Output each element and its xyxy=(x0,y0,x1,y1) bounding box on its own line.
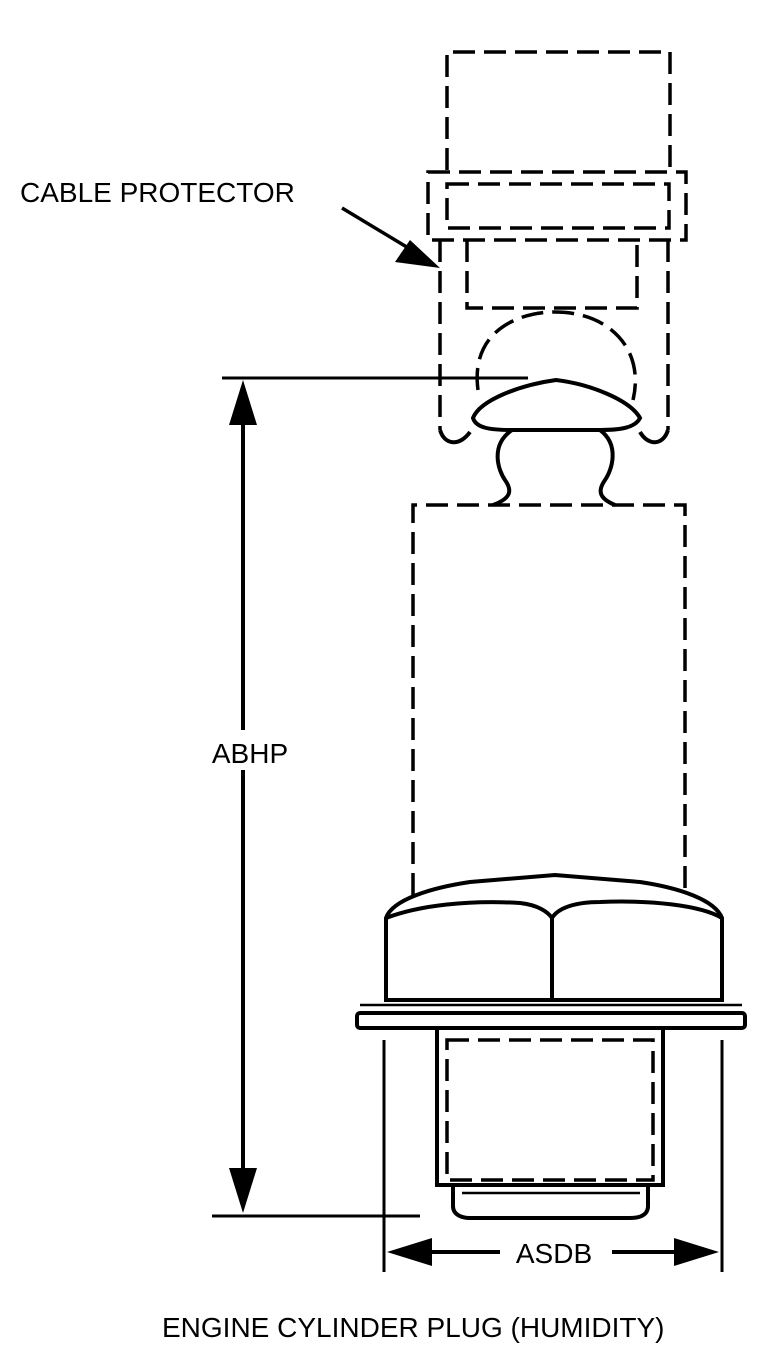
hex-nut xyxy=(384,872,724,1002)
cable-protector-outline xyxy=(426,50,688,430)
width-dimension xyxy=(382,1040,724,1272)
gasket-flange xyxy=(355,1003,747,1030)
height-dimension xyxy=(200,376,528,1218)
width-dimension-label: ASDB xyxy=(516,1238,592,1269)
plug-terminal xyxy=(438,377,670,507)
height-arrow-up xyxy=(229,380,257,425)
insulator-outline xyxy=(411,503,687,895)
diagram-caption: ENGINE CYLINDER PLUG (HUMIDITY) xyxy=(162,1312,665,1343)
width-arrow-right xyxy=(674,1238,719,1266)
cable-protector-leader xyxy=(341,206,440,268)
threaded-shank xyxy=(435,1026,665,1220)
height-dimension-label: ABHP xyxy=(212,738,288,769)
height-arrow-down xyxy=(229,1168,257,1213)
cable-protector-label: CABLE PROTECTOR xyxy=(20,177,295,208)
width-arrow-left xyxy=(387,1238,432,1266)
